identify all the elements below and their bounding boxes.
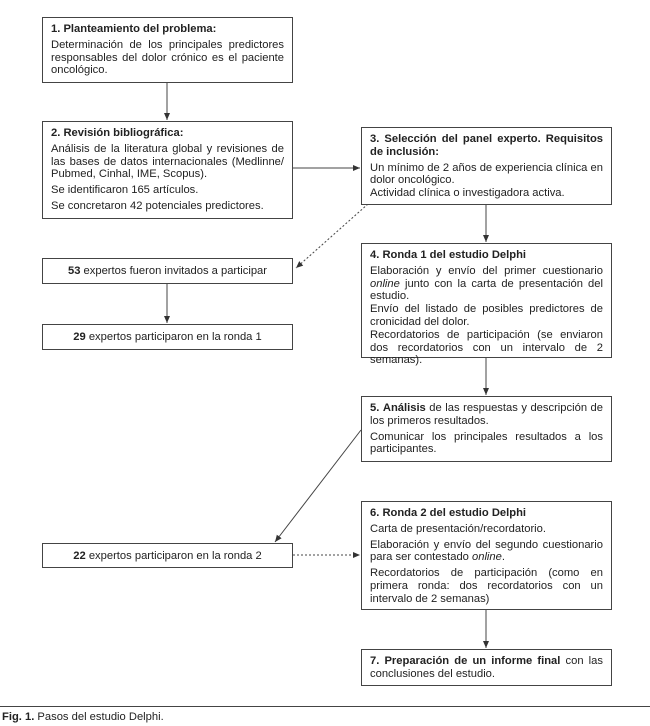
step-7-text: 7. Preparación de un informe final con l… bbox=[370, 655, 603, 681]
step-4-title: 4. Ronda 1 del estudio Delphi bbox=[370, 249, 527, 261]
step-4-text-1a: Elaboración y envío del primer cuestiona… bbox=[370, 264, 603, 277]
step-3-text-1: Un mínimo de 2 años de experiencia clíni… bbox=[370, 161, 603, 187]
step-6-box: 6. Ronda 2 del estudio Delphi Carta de p… bbox=[361, 501, 612, 610]
arrow-3-invited bbox=[295, 203, 369, 269]
step-6-text-1: Carta de presentación/recordatorio. bbox=[370, 522, 546, 535]
invited-experts-box: 53 expertos fueron invitados a participa… bbox=[42, 258, 293, 284]
round2-text: expertos participaron en la ronda 2 bbox=[85, 550, 262, 562]
step-6-text-2: Elaboración y envío del segundo cuestion… bbox=[370, 539, 603, 565]
step-4-text-3: Recordatorios de participación (se envia… bbox=[370, 328, 603, 367]
step-5-number: 5. bbox=[370, 402, 380, 414]
figure-caption: Fig. 1. Pasos del estudio Delphi. bbox=[2, 711, 164, 724]
step-4-text-1: Elaboración y envío del primer cuestiona… bbox=[370, 265, 603, 303]
step-5-rest: de las respuestas y descripción de los p… bbox=[370, 402, 604, 427]
step-5-bold: Análisis bbox=[382, 402, 426, 414]
step-3-title: 3. Selección del panel experto. Requisit… bbox=[370, 133, 603, 158]
step-6-text-2b: . bbox=[501, 551, 505, 564]
step-4-text-1b: junto con la carta de presentación del e… bbox=[370, 277, 603, 303]
step-4-online: online bbox=[370, 277, 400, 290]
round2-experts-box: 22 expertos participaron en la ronda 2 bbox=[42, 543, 293, 568]
round1-text: expertos participaron en la ronda 1 bbox=[85, 331, 262, 343]
step-1-title: 1. Planteamiento del problema: bbox=[51, 23, 217, 35]
step-6-text-2a: Elaboración y envío del segundo cuestion… bbox=[370, 538, 603, 564]
step-3-box: 3. Selección del panel experto. Requisit… bbox=[361, 127, 612, 205]
step-2-articles: Se identificaron 165 artículos. bbox=[51, 184, 199, 197]
step-4-box: 4. Ronda 1 del estudio Delphi Elaboració… bbox=[361, 243, 612, 366]
step-7-box: 7. Preparación de un informe final con l… bbox=[361, 649, 612, 686]
round1-experts-box: 29 expertos participaron en la ronda 1 bbox=[42, 324, 293, 350]
step-3-text-2: Actividad clínica o investigadora activa… bbox=[370, 187, 565, 200]
step-1-box: 1. Planteamiento del problema: Determina… bbox=[42, 17, 293, 83]
step-5-box: 5. Análisis de las respuestas y descripc… bbox=[361, 396, 612, 462]
step-2-text: Análisis de la literatura global y revis… bbox=[51, 142, 284, 181]
step-5-text-1: 5. Análisis de las respuestas y descripc… bbox=[370, 402, 603, 428]
round2-count: 22 bbox=[73, 550, 86, 562]
step-6-online: online bbox=[472, 551, 502, 564]
step-6-text-3: Recordatorios de participación (como en … bbox=[370, 567, 603, 605]
caption-text: Pasos del estudio Delphi. bbox=[34, 711, 164, 723]
step-2-predictors: Se concretaron 42 potenciales predictore… bbox=[51, 199, 264, 212]
step-5-text-2: Comunicar los principales resultados a l… bbox=[370, 430, 603, 456]
invited-text: expertos fueron invitados a participar bbox=[80, 265, 267, 277]
step-1-text: Determinación de los principales predict… bbox=[51, 38, 284, 77]
round1-count: 29 bbox=[73, 331, 86, 343]
caption-divider bbox=[0, 706, 650, 707]
arrow-5-round2 bbox=[274, 429, 362, 543]
step-7-bold: 7. Preparación de un informe final bbox=[370, 655, 561, 667]
step-2-box: 2. Revisión bibliográfica: Análisis de l… bbox=[42, 121, 293, 219]
caption-label: Fig. 1. bbox=[2, 711, 35, 723]
step-4-text-2: Envío del listado de posibles predictore… bbox=[370, 303, 603, 328]
step-2-title: 2. Revisión bibliográfica: bbox=[51, 127, 184, 139]
invited-count: 53 bbox=[67, 265, 81, 277]
step-6-title: 6. Ronda 2 del estudio Delphi bbox=[370, 507, 527, 519]
step-7-rest: con las conclusiones del estudio. bbox=[370, 655, 603, 680]
